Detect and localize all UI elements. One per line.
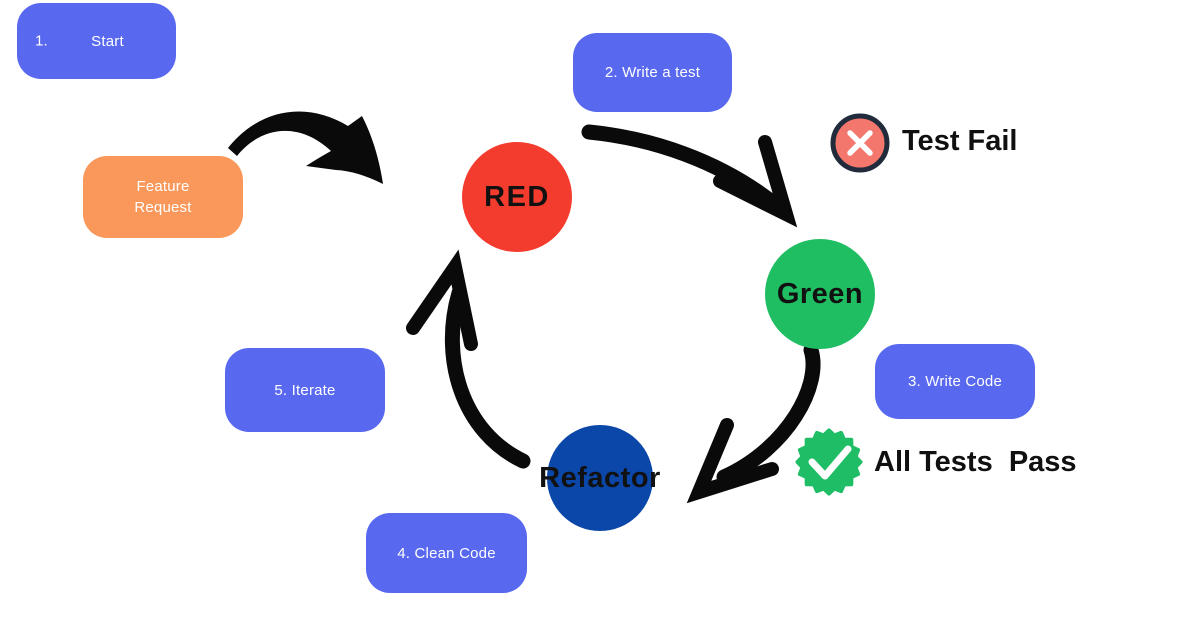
cycle-node-label: RED — [484, 180, 550, 213]
step-box-write-code: 3. Write Code — [875, 344, 1035, 419]
cycle-node-label: Green — [776, 277, 864, 310]
step-label: 2. Write a test — [604, 64, 701, 81]
checkmark-icon — [808, 445, 852, 480]
arrow-curve-icon — [445, 285, 531, 469]
arrow-head-icon — [686, 418, 779, 504]
arrow-start-to-red — [228, 111, 383, 184]
x-mark-icon — [847, 130, 873, 156]
step-label: Start — [91, 32, 124, 50]
step-box-start: 1. Start — [17, 3, 176, 79]
arrow-green-to-refactor — [686, 342, 821, 504]
test-fail-caption: Test Fail — [902, 125, 1018, 157]
cycle-node-green: Green — [765, 239, 875, 349]
step-label: 4. Clean Code — [397, 544, 496, 562]
step-box-feature-request: Feature Request — [83, 156, 243, 238]
arrow-swoosh-icon — [228, 111, 383, 184]
step-box-iterate: 5. Iterate — [225, 348, 385, 432]
verified-badge-seal — [795, 428, 863, 496]
arrow-curve-icon — [716, 342, 821, 485]
test-fail-badge — [830, 113, 890, 173]
all-tests-pass-badge — [795, 428, 863, 496]
cycle-node-refactor: Refactor — [539, 425, 660, 531]
step-label: 5. Iterate — [274, 381, 336, 399]
all-tests-pass-caption: All Tests Pass — [874, 446, 1077, 478]
arrow-curve-icon — [581, 124, 785, 214]
arrow-test-to-green — [581, 124, 798, 228]
arrow-head-icon — [406, 249, 478, 351]
step-box-clean-code: 4. Clean Code — [366, 513, 527, 593]
cycle-node-label: Refactor — [539, 461, 661, 494]
step-number: 1. — [35, 32, 48, 50]
step-box-write-test: 2. Write a test — [573, 33, 732, 112]
arrow-refactor-to-red — [406, 249, 531, 469]
arrow-head-icon — [713, 135, 798, 228]
step-label: 3. Write Code — [907, 373, 1003, 390]
cycle-node-red: RED — [462, 142, 572, 252]
step-label: Feature Request — [134, 178, 192, 216]
